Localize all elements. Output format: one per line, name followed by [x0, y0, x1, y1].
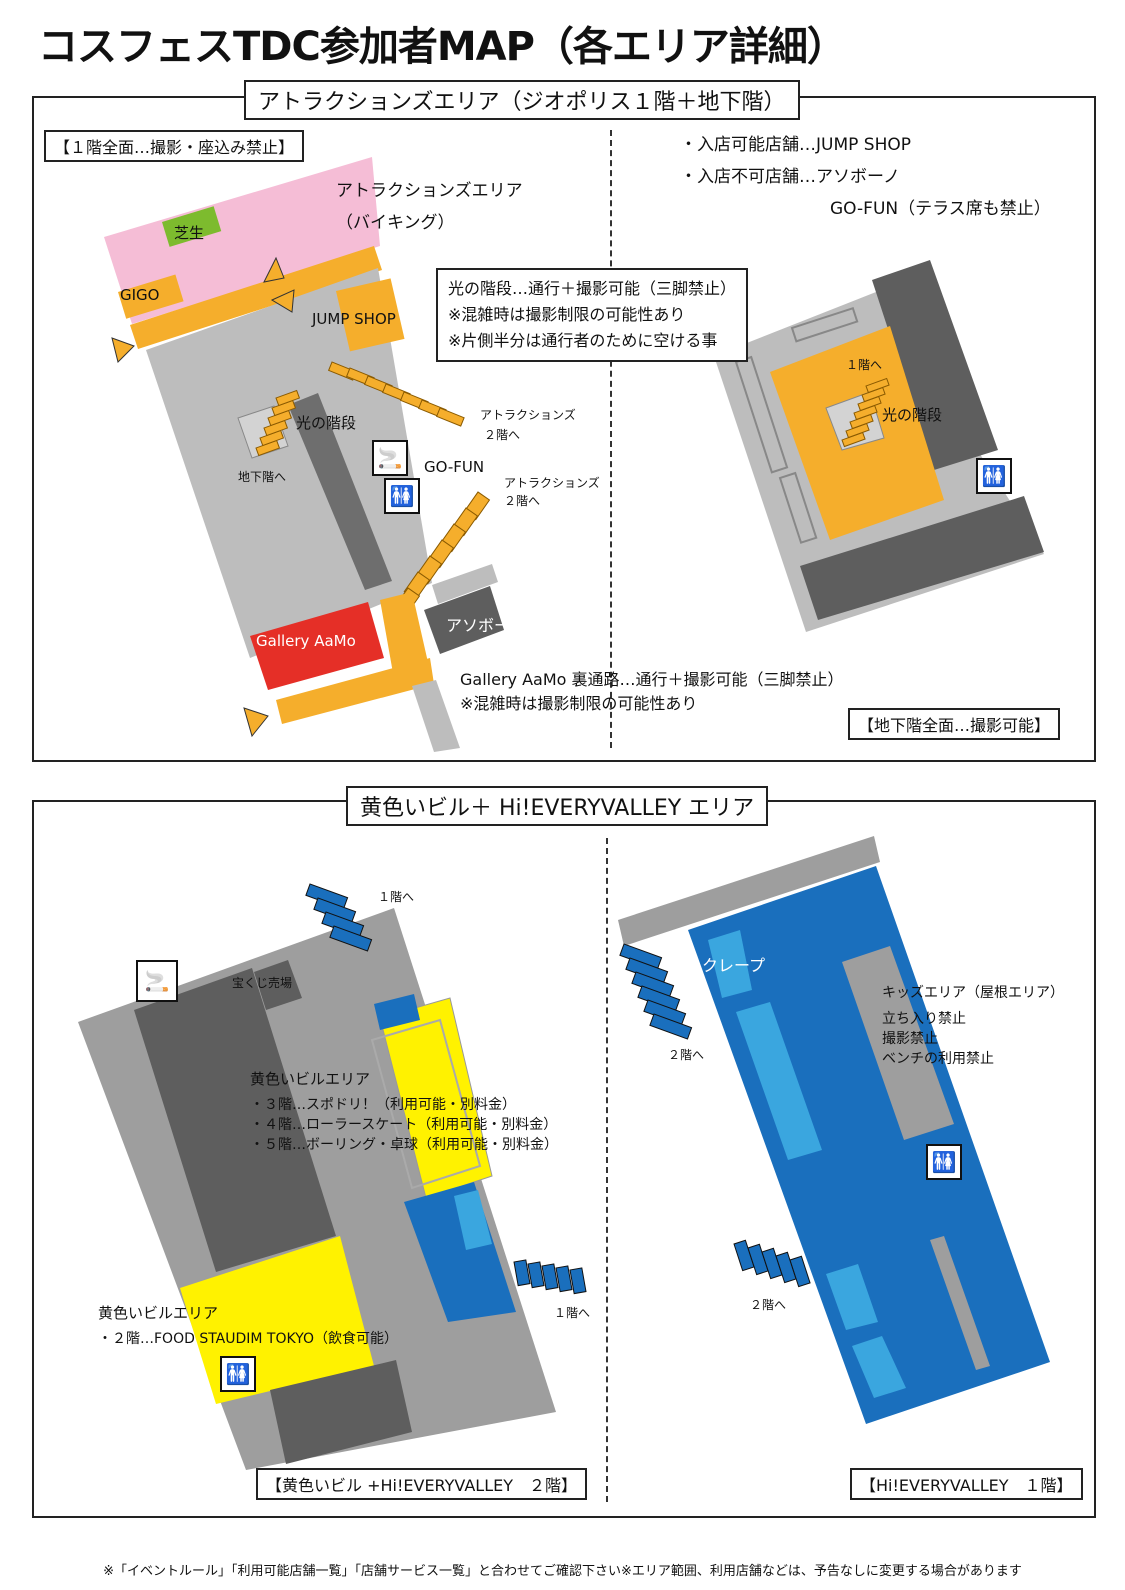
gofun-block [288, 393, 392, 590]
dark-block-lower [270, 1360, 412, 1464]
restroom-icon: 🚻 [384, 478, 420, 514]
blue-small [374, 994, 420, 1030]
smoking-icon: 🚬 [372, 440, 408, 476]
light-stairs [255, 389, 301, 457]
attractions-panel-title: アトラクションズエリア（ジオポリス１階＋地下階） [244, 80, 800, 120]
lottery-booth [254, 960, 302, 1010]
entrance-arrow-1 [263, 256, 285, 283]
entrance-arrow-4 [243, 707, 269, 738]
jump-shop [336, 278, 405, 352]
stairs-to-floor2-b [733, 1239, 811, 1288]
light-block-2 [826, 1264, 878, 1330]
gofun-label: GO-FUN [424, 458, 485, 476]
to-attractions-b-label: アトラクションズ [504, 476, 600, 490]
stairs-to-attractions-a [327, 361, 465, 427]
entrance-arrow-2 [270, 289, 295, 313]
stairs-info-line: ※片側半分は通行者のために空ける事 [448, 331, 718, 350]
gallery-info: Gallery AaMo 裏通路…通行＋撮影可能（三脚禁止） [460, 670, 844, 689]
attractions-area-label-2: （バイキング） [336, 213, 455, 233]
yellow-panel-title: 黄色いビル＋ Hi!EVERYVALLEY エリア [346, 786, 769, 826]
restroom-icon: 🚻 [926, 1144, 962, 1180]
restroom-icon: 🚻 [976, 458, 1012, 494]
entrance-arrow-3 [111, 337, 135, 363]
basement-dark-top [872, 260, 998, 470]
footer-note: ※「イベントルール」「利用可能店舗一覧」「店舗サービス一覧」と合わせてご確認下さ… [103, 1564, 1022, 1579]
dark-block-upper [134, 968, 336, 1272]
light-stairs-label: 光の階段 [296, 414, 357, 432]
kids-area-label: キッズエリア（屋根エリア） [882, 985, 1064, 1001]
shops-denied: ・入店不可店舗…アソボーノ [680, 167, 900, 187]
stairs-to-floor1-b [513, 1259, 587, 1295]
lawn-label: 芝生 [174, 224, 205, 242]
corridor-lower [276, 658, 434, 724]
yellow-area-label-2: 黄色いビルエリア [98, 1304, 219, 1322]
stairs-info-box: 光の階段…通行＋撮影可能（三脚禁止） ※混雑時は撮影制限の可能性あり ※片側半分… [436, 268, 749, 362]
to-attractions-a-label-2: ２階へ [484, 428, 521, 442]
kids-rule: ベンチの利用禁止 [882, 1051, 994, 1067]
to-floor2-label-b: ２階へ [750, 1298, 787, 1312]
gallery-info-2: ※混雑時は撮影制限の可能性あり [460, 694, 698, 713]
kids-rule: 立ち入り禁止 [882, 1011, 966, 1027]
stairs-to-floor1-a [305, 883, 373, 952]
to-attractions-b-label-2: ２階へ [504, 494, 541, 508]
narrow-bench [930, 1236, 990, 1370]
yellow-panel-divider [606, 838, 608, 1502]
side-path [432, 564, 498, 604]
asobono-label: アソボーノ [446, 616, 526, 635]
yellow-area-label: 黄色いビルエリア [250, 1070, 371, 1088]
gigo-label: GIGO [120, 286, 160, 304]
page-title: コスフェスTDC参加者MAP（各エリア詳細） [38, 24, 847, 70]
floor2-label: ・２階…FOOD STAUDIM TOKYO（飲食可能） [98, 1331, 398, 1347]
kids-rule: 撮影禁止 [882, 1031, 938, 1047]
light-block-1 [736, 1002, 822, 1160]
to-floor2-label-a: ２階へ [668, 1048, 705, 1062]
to-floor1-label-a: １階へ [378, 890, 415, 904]
yellow-floor-line: ・３階…スポドリ！（利用可能・別料金） [250, 1097, 516, 1113]
shops-denied-2: GO-FUN（テラス席も禁止） [830, 199, 1051, 219]
basement-dark-bottom [800, 496, 1044, 620]
to-floor1-label-b: １階へ [554, 1306, 591, 1320]
yellow-floor-line: ・４階…ローラースケート（利用可能・別料金） [250, 1117, 558, 1133]
basement-to-floor1-label: １階へ [846, 358, 883, 372]
basement-stairs-label: 光の階段 [882, 406, 943, 424]
crepe-shop [708, 930, 752, 998]
yellow-stack-2 [370, 1018, 482, 1190]
lottery-label: 宝くじ売場 [232, 976, 293, 990]
back-path [412, 680, 460, 752]
corridor-upper [130, 246, 382, 349]
basement-stairs [841, 377, 890, 448]
gigo-shop [118, 274, 184, 319]
shops-allowed: ・入店可能店舗…JUMP SHOP [680, 135, 911, 155]
lawn-area [162, 206, 222, 247]
attractions-area-label: アトラクションズエリア [336, 181, 523, 201]
light-block-3 [852, 1336, 906, 1398]
stairs-info-line: 光の階段…通行＋撮影可能（三脚禁止） [448, 279, 737, 298]
blue-inner [454, 1190, 492, 1250]
gallery-label: Gallery AaMo [256, 632, 356, 650]
smoking-icon: 🚬 [136, 960, 178, 1002]
yellow-stack [379, 997, 493, 1199]
floor1-notice: 【１階全面…撮影・座込み禁止】 [44, 130, 305, 162]
everyvalley-floor1-notice: 【Hi!EVERYVALLEY １階】 [850, 1468, 1083, 1500]
to-attractions-a-label: アトラクションズ [480, 408, 576, 422]
to-basement-label: 地下階へ [238, 470, 287, 484]
restroom-icon: 🚻 [220, 1356, 256, 1392]
roof-strip [618, 836, 880, 946]
gallery-aamo [250, 602, 384, 690]
stairs-info-line: ※混雑時は撮影制限の可能性あり [448, 305, 686, 324]
basement-notice: 【地下階全面…撮影可能】 [848, 708, 1061, 740]
attractions-divider [610, 130, 612, 748]
yellow-floor-line: ・５階…ボーリング・卓球（利用可能・別料金） [250, 1137, 558, 1153]
basement-benches [734, 306, 859, 544]
stairs-to-floor2-a [619, 943, 693, 1040]
asobono-block [424, 586, 504, 654]
blue-block [404, 1182, 516, 1322]
yellow-floor2-notice: 【黄色いビル +Hi!EVERYVALLEY ２階】 [256, 1468, 587, 1500]
crepe-label: クレープ [702, 956, 766, 975]
jump-shop-label: JUMP SHOP [312, 310, 396, 328]
kids-area [842, 946, 954, 1140]
